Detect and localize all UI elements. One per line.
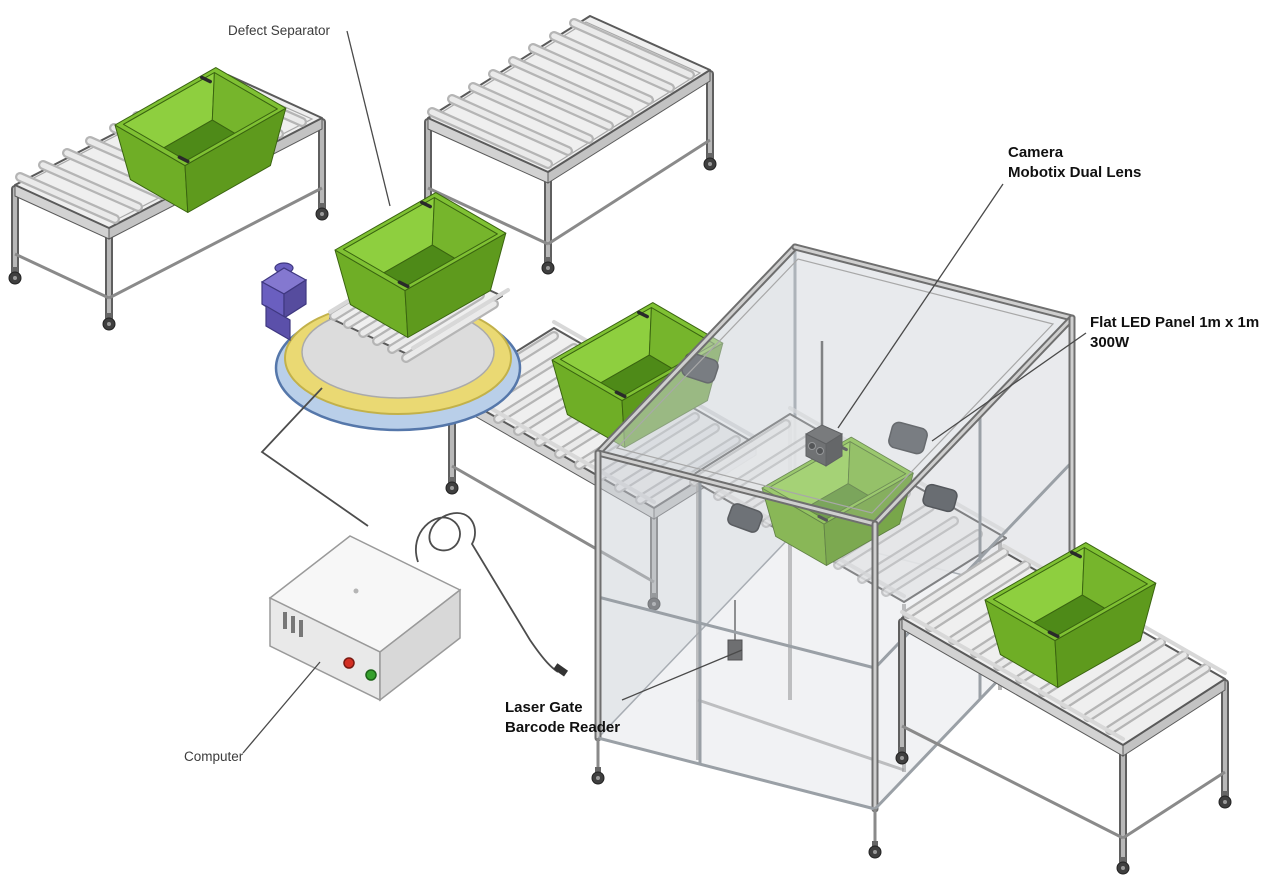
camera-mobotix — [804, 341, 844, 467]
conveyor-outfeed — [895, 540, 1232, 875]
usb-port — [291, 616, 295, 633]
camera-lens-1 — [808, 442, 816, 450]
computer-side-face — [379, 588, 461, 702]
cable-turntable-to-computer — [260, 387, 369, 527]
leader-led-panel — [931, 332, 1087, 442]
cable-plug — [553, 663, 569, 677]
defect-separator-turntable — [260, 190, 522, 432]
label-led-panel-line2: 300W — [1090, 334, 1130, 351]
usb-port — [283, 612, 287, 629]
label-laser-gate-line2: Barcode Reader — [505, 719, 620, 736]
camera-lens-2 — [816, 447, 824, 455]
led-panel-2 — [888, 421, 928, 455]
conveyor-table-top-left — [8, 65, 329, 331]
led-panel-4 — [922, 483, 958, 513]
label-defect-separator: Defect Separator — [228, 23, 331, 38]
leader-laser-gate — [621, 649, 743, 701]
power-button-green — [365, 669, 377, 681]
usb-port — [299, 620, 303, 637]
cable-computer-to-laser-gate — [415, 512, 559, 673]
leader-defect-separator — [346, 30, 391, 207]
label-camera-line1: Camera — [1008, 144, 1064, 161]
leader-camera — [837, 183, 1004, 429]
label-computer: Computer — [184, 749, 244, 764]
computer-tower — [268, 512, 569, 702]
turntable-motor — [260, 262, 308, 342]
enclosure-interior — [681, 341, 1008, 772]
label-laser-gate-line1: Laser Gate — [505, 699, 583, 716]
label-camera-line2: Mobotix Dual Lens — [1008, 164, 1141, 181]
label-led-panel-line1: Flat LED Panel 1m x 1m — [1090, 314, 1259, 331]
leader-computer — [242, 661, 321, 754]
led-panel-3 — [727, 503, 763, 533]
conveyor-table-top-middle — [421, 15, 717, 275]
power-button-red — [343, 657, 355, 669]
